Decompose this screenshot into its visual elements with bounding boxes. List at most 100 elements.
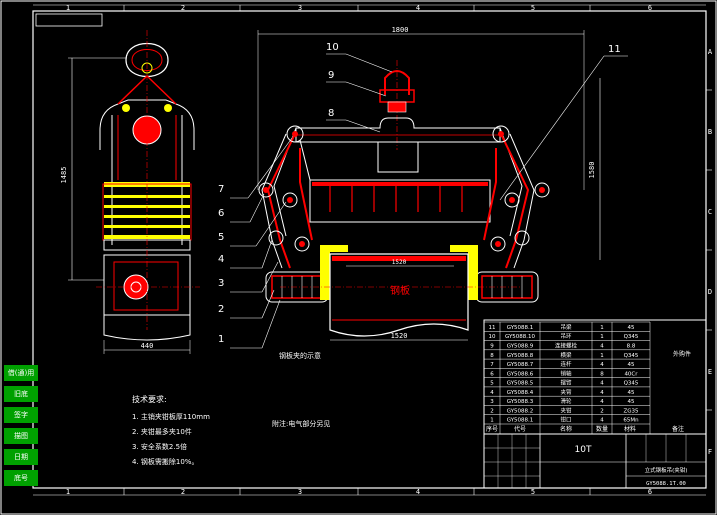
bom-cell-qty: 4 [600,390,604,396]
zone-top-6: 6 [648,4,652,12]
dim-overall-height: 1485 [60,167,68,184]
bom-cell-no: 6 [490,371,494,377]
bom-cell-no: 5 [490,381,494,387]
bom-cell-qty: 4 [600,381,604,387]
note: 附注:电气部分另见 [272,419,330,428]
bom-cell-qty: 1 [600,325,604,331]
bom-cell-code: GY5088.4 [507,390,534,396]
zone-right-f: F [708,448,712,456]
left-tag-3: 签字 [4,407,38,423]
zone-bottom-3: 3 [298,488,302,496]
bom-cell-no: 4 [490,390,494,396]
bom-cell-mat: 45 [628,325,635,331]
bom-cell-name: 夹钳 [560,406,572,414]
zone-top-4: 4 [416,4,420,12]
bom-cell-code: GY5088.5 [507,381,534,387]
tech-req-heading: 技术要求: [132,394,167,404]
zone-right-d: D [708,288,712,296]
balloon-2: 2 [218,304,224,315]
zone-bottom-1: 1 [66,488,70,496]
bom-cell-mat: 8.8 [627,344,636,350]
bom-cell-code: GY5088.3 [507,399,534,405]
inner-frame [32,10,707,489]
bom-cell-mat: 45 [628,390,635,396]
tech-req-3: 3. 安全系数2.5倍 [132,442,187,451]
bom-cell-mat: 40Cr [624,371,638,377]
zone-right-a: A [708,48,713,56]
bom-cell-code: GY5088.9 [507,344,534,350]
side-view-caption: 钢板夹的示意 [279,351,321,360]
bom-cell-no: 10 [489,334,496,340]
bom-cell-qty: 2 [600,408,604,414]
bom-cell-mat: 65Mn [623,418,639,424]
bom-cell-no: 3 [490,399,494,405]
bom-cell-qty: 4 [600,344,604,350]
bom-cell-no: 11 [489,325,496,331]
tech-req-1: 1. 主销夹钳板厚110mm [132,412,210,421]
bom-header-name: 名称 [560,425,572,433]
zone-top-3: 3 [298,4,302,12]
bom-cell-name: 摆臂 [560,379,572,387]
lifting-ring-icon [125,42,169,78]
balloon-6: 6 [218,208,224,219]
bom-cell-name: 吊环 [560,333,572,340]
zone-right-b: B [708,128,712,136]
bom-cell-qty: 8 [600,371,604,377]
plate-label: 钢板 [390,284,410,297]
bom-cell-code: GY5088.1 [507,325,534,331]
dim-plate-width: 1520 [391,332,408,340]
drawing-name: 10T [575,445,592,455]
bom-cell-name: 横梁 [560,351,572,359]
bom-cell-no: 9 [490,344,494,350]
zone-top-5: 5 [531,4,535,12]
bom-cell-name: 连接螺栓 [555,342,578,350]
product-name: 立式钢板吊(夹钳) [645,466,688,474]
bom-cell-code: GY5088.6 [507,371,534,377]
title-tag-box [35,13,103,27]
bom-cell-no: 7 [490,362,494,368]
zone-top-1: 1 [66,4,70,12]
balloon-5: 5 [218,232,224,243]
balloon-4: 4 [218,254,224,265]
zone-right-e: E [708,368,712,376]
front-view: 1800 1580 [257,26,601,341]
bom-cell-qty: 4 [600,399,604,405]
bom-cell-name: 滑轮 [560,397,572,405]
bom-cell-name: 夹臂 [560,388,572,396]
bom-cell-mat: Q345 [624,381,639,387]
bom-cell-name: 连杆 [560,360,572,368]
dim-height-right: 1580 [588,162,596,179]
bom-cell-code: GY5088.10 [505,334,536,340]
bom-cell-no: 1 [490,418,494,424]
bom-header-remark: 备注 [672,425,684,433]
balloon-1: 1 [218,334,224,345]
drawing-code: GY5088.1T.00 [646,481,686,487]
balloon-3: 3 [218,278,224,289]
bom-cell-name: 钳口 [560,416,571,424]
zone-top-2: 2 [181,4,185,12]
bom-side-note: 外购件 [673,350,691,358]
bom-header-code: 代号 [514,425,526,433]
bom-cell-mat: 45 [628,399,635,405]
balloon-11: 11 [608,44,621,55]
tech-req-2: 2. 夹钳最多夹10件 [132,427,192,436]
dim-span-top: 1800 [392,26,409,34]
left-tag-5: 日期 [4,449,38,465]
bom-cell-mat: Q345 [624,334,639,340]
balloon-9: 9 [328,70,334,81]
bom-cell-code: GY5088.7 [507,362,534,368]
bom-header-mat: 材料 [624,425,636,433]
bom-cell-qty: 4 [600,418,604,424]
bom-cell-mat: 45 [628,362,635,368]
bom-cell-no: 8 [490,353,494,359]
zone-bottom-4: 4 [416,488,420,496]
bom-cell-mat: ZG35 [623,408,639,414]
bom-cell-qty: 1 [600,334,604,340]
bom-header-qty: 数量 [596,425,608,433]
bom-cell-code: GY5088.8 [507,353,534,359]
balloon-8: 8 [328,108,334,119]
left-tag-4: 描图 [4,428,38,444]
